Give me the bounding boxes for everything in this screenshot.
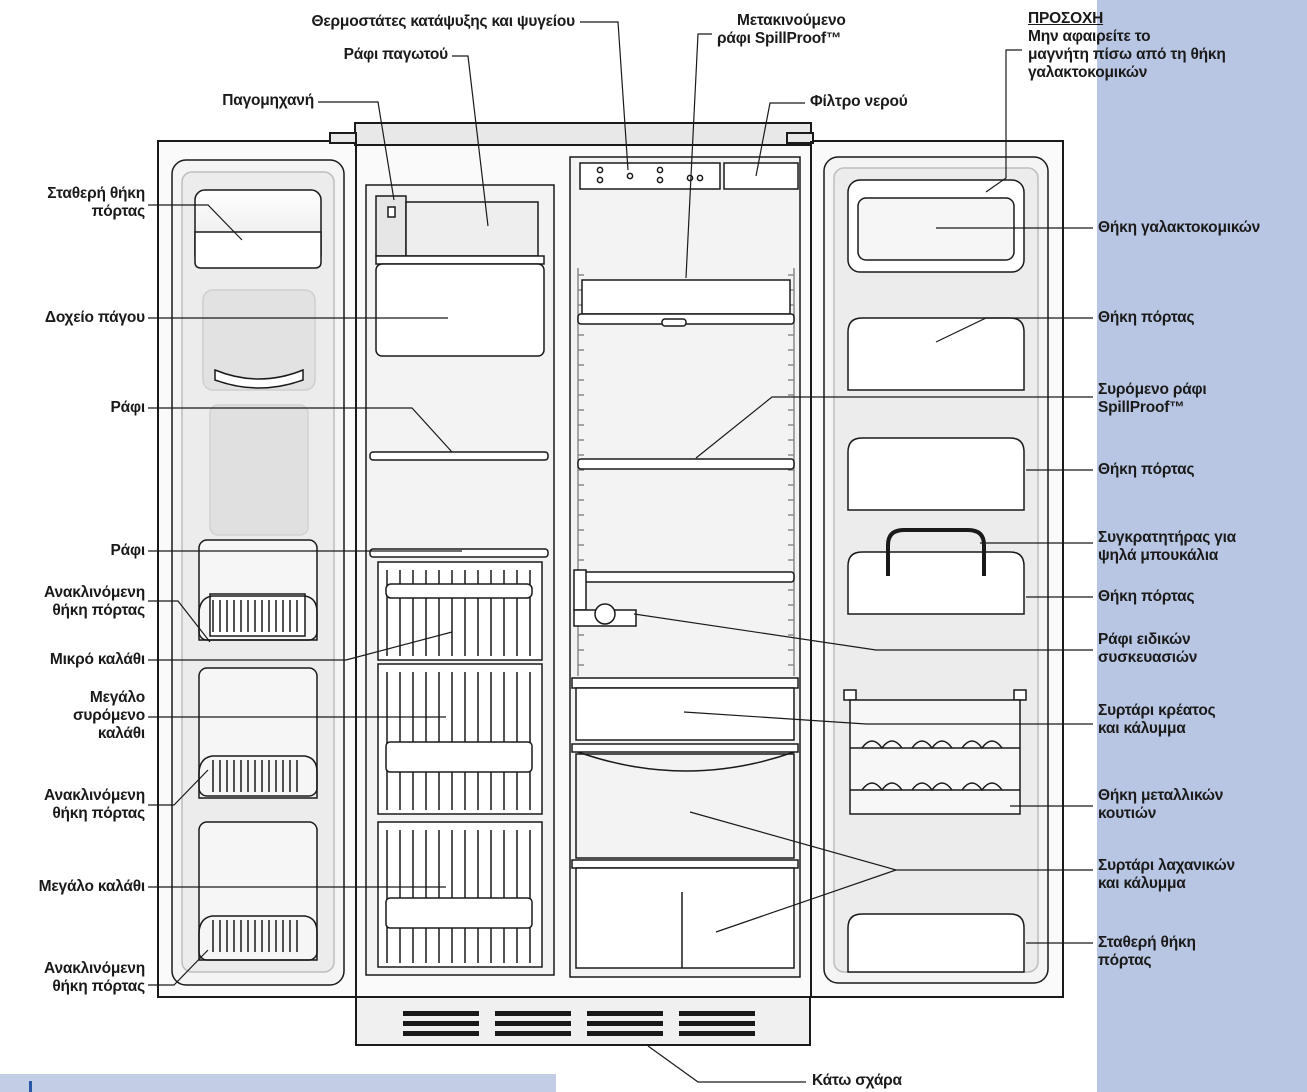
ice-bin xyxy=(375,263,545,357)
fresh-food-door xyxy=(823,156,1049,984)
door-bin-1 xyxy=(847,317,1025,391)
label-large-basket: Μεγάλο καλάθι xyxy=(38,878,146,895)
label-special-package-shelf: Ράφι ειδικών συσκευασιών xyxy=(1098,631,1197,667)
label-sliding-shelf-line2: SpillProof™ xyxy=(1098,399,1185,416)
bottom-accent-mark xyxy=(29,1081,32,1092)
label-sliding-shelf-line1: Συρόμενο ράφι xyxy=(1098,381,1207,398)
label-caution-line2: μαγνήτη πίσω από τη θήκη xyxy=(1028,46,1226,63)
label-veg-drawer-line1: Συρτάρι λαχανικών xyxy=(1098,857,1235,874)
bottom-grille-slots xyxy=(403,1011,755,1036)
movable-spillproof-shelf xyxy=(581,279,791,315)
label-caution-line1: Μην αφαιρείτε το xyxy=(1028,28,1151,45)
right-hinge xyxy=(786,132,814,144)
label-dairy-bin: Θήκη γαλακτοκομικών xyxy=(1098,219,1261,236)
door-bin-3 xyxy=(847,551,1025,615)
door-bin-2 xyxy=(847,437,1025,511)
label-fixed-door-bin-top: Σταθερή θήκη πόρτας xyxy=(0,185,145,221)
tall-bottle-retainer xyxy=(886,528,986,576)
label-small-basket: Μικρό καλάθι xyxy=(49,651,145,668)
label-tall-bottle-line2: ψηλά μπουκάλια xyxy=(1098,547,1219,564)
label-large-sliding-line3: καλάθι xyxy=(97,725,145,742)
label-caution: ΠΡΟΣΟΧΗ Μην αφαιρείτε το μαγνήτη πίσω απ… xyxy=(1028,10,1226,82)
label-movable-shelf-line1: Μετακινούμενο xyxy=(737,12,846,29)
tilt-bin-3 xyxy=(198,821,318,961)
vegetable-drawer-bottom xyxy=(575,867,795,969)
label-large-sliding-line1: Μεγάλο xyxy=(89,689,145,706)
large-basket xyxy=(377,821,543,968)
freezer-shelf-1 xyxy=(369,451,549,461)
vegetable-drawer-top xyxy=(575,753,795,859)
label-fixed-door-bin-bottom-line2: πόρτας xyxy=(1098,952,1152,969)
label-meat-drawer: Συρτάρι κρέατος και κάλυμμα xyxy=(1098,702,1216,738)
label-ice-bin: Δοχείο πάγου xyxy=(44,309,145,326)
label-door-bin-1: Θήκη πόρτας xyxy=(1098,309,1195,326)
label-tilt-bin-3-line1: Ανακλινόμενη xyxy=(44,960,145,977)
water-filter xyxy=(723,162,799,190)
label-caution-title: ΠΡΟΣΟΧΗ xyxy=(1028,10,1104,27)
fresh-food-compartment xyxy=(569,156,801,978)
label-tilt-bin-1: Ανακλινόμενη θήκη πόρτας xyxy=(0,584,145,620)
freezer-shelf-2 xyxy=(369,548,549,558)
dispenser-recess xyxy=(202,289,316,391)
label-fixed-door-bin-top-line2: πόρτας xyxy=(91,203,146,220)
bottom-accent-band xyxy=(0,1074,556,1092)
sliding-spillproof-shelf xyxy=(577,458,795,470)
label-special-pkg-line2: συσκευασιών xyxy=(1098,649,1198,666)
label-fixed-door-bin-top-line1: Σταθερή θήκη xyxy=(47,185,145,202)
label-meat-drawer-line2: και κάλυμμα xyxy=(1098,720,1186,737)
label-tilt-bin-3: Ανακλινόμενη θήκη πόρτας xyxy=(0,960,145,996)
label-veg-drawer-line2: και κάλυμμα xyxy=(1098,875,1186,892)
meat-drawer xyxy=(575,687,795,741)
freezer-compartment xyxy=(365,184,555,976)
label-tilt-bin-2-line1: Ανακλινόμενη xyxy=(44,787,145,804)
left-hinge xyxy=(329,132,357,144)
label-shelf-2: Ράφι xyxy=(110,542,146,559)
large-sliding-basket xyxy=(377,663,543,815)
label-sliding-shelf: Συρόμενο ράφι SpillProof™ xyxy=(1098,381,1207,417)
label-tilt-bin-3-line2: θήκη πόρτας xyxy=(52,978,145,995)
tilt-bin-2 xyxy=(198,667,318,797)
thermostat-panel xyxy=(579,162,721,190)
label-caution-line3: γαλακτοκομικών xyxy=(1028,64,1148,81)
label-can-rack: Θήκη μεταλλικών κουτιών xyxy=(1098,787,1223,823)
ice-maker xyxy=(375,195,407,257)
leader-lines xyxy=(148,21,1093,1083)
label-fixed-door-bin-bottom-line1: Σταθερή θήκη xyxy=(1098,934,1196,951)
label-freezer-thermostats: Θερμοστάτες κατάψυξης και ψυγείου xyxy=(311,13,576,30)
ice-shelf xyxy=(405,201,539,257)
label-movable-shelf: Μετακινούμενο ράφι SpillProof™ xyxy=(717,12,846,48)
label-fixed-door-bin-bottom: Σταθερή θήκη πόρτας xyxy=(1098,934,1196,970)
label-large-sliding-basket: Μεγάλο συρόμενο καλάθι xyxy=(0,689,145,743)
label-shelf-1: Ράφι xyxy=(110,399,146,416)
label-door-bin-3: Θήκη πόρτας xyxy=(1098,588,1195,605)
top-hinge-cover xyxy=(354,122,812,146)
freezer-door xyxy=(171,159,345,986)
can-rack xyxy=(849,699,1021,815)
label-special-pkg-line1: Ράφι ειδικών xyxy=(1098,631,1191,648)
label-tilt-bin-2-line2: θήκη πόρτας xyxy=(52,805,145,822)
fridge-shelf xyxy=(577,571,795,583)
fixed-door-bin-bottom xyxy=(847,913,1025,973)
label-tilt-bin-1-line1: Ανακλινόμενη xyxy=(44,584,145,601)
label-meat-drawer-line1: Συρτάρι κρέατος xyxy=(1098,702,1216,719)
label-can-rack-line1: Θήκη μεταλλικών xyxy=(1098,787,1224,804)
label-vegetable-drawer: Συρτάρι λαχανικών και κάλυμμα xyxy=(1098,857,1235,893)
label-tall-bottle-line1: Συγκρατητήρας για xyxy=(1098,529,1237,546)
label-bottom-grille: Κάτω σχάρα xyxy=(812,1072,902,1089)
label-ice-shelf: Ράφι παγωτού xyxy=(343,46,449,63)
label-large-sliding-line2: συρόμενο xyxy=(72,707,145,724)
small-basket xyxy=(377,561,543,661)
label-tilt-bin-2: Ανακλινόμενη θήκη πόρτας xyxy=(0,787,145,823)
label-tall-bottle-retainer: Συγκρατητήρας για ψηλά μπουκάλια xyxy=(1098,529,1236,565)
label-movable-shelf-line2: ράφι SpillProof™ xyxy=(717,30,842,47)
label-door-bin-2: Θήκη πόρτας xyxy=(1098,461,1195,478)
label-can-rack-line2: κουτιών xyxy=(1098,805,1157,822)
label-ice-maker: Παγομηχανή xyxy=(222,92,314,109)
side-accent-band xyxy=(1097,0,1307,1092)
label-tilt-bin-1-line2: θήκη πόρτας xyxy=(52,602,145,619)
label-water-filter: Φίλτρο νερού xyxy=(810,93,908,110)
